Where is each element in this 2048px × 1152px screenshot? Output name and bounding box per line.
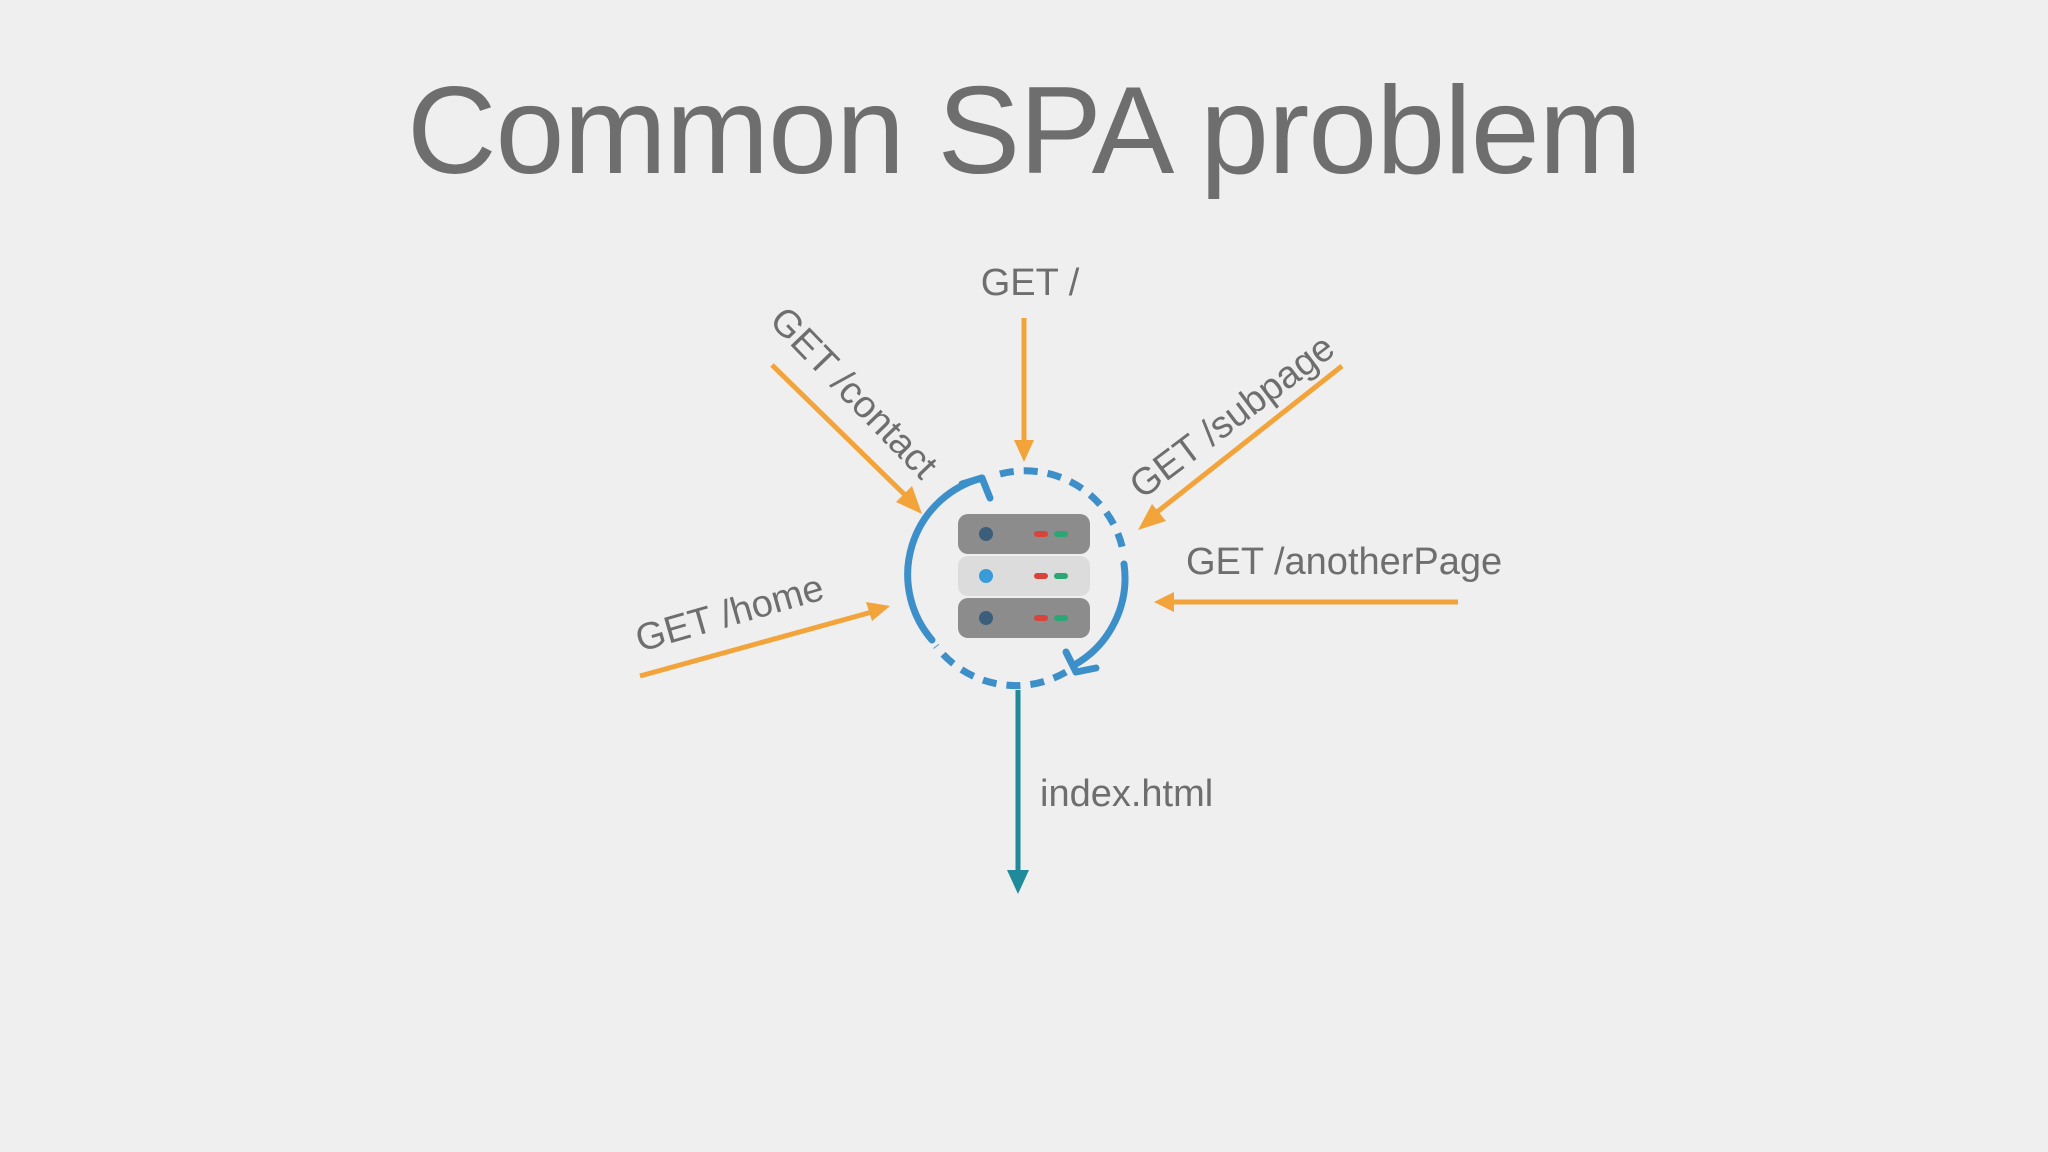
arrowhead-icon bbox=[896, 486, 922, 514]
response-index-html: index.html bbox=[1007, 690, 1213, 894]
request-label-root: GET / bbox=[981, 262, 1080, 304]
request-get-subpage: GET /subpage bbox=[1122, 327, 1344, 530]
arrowhead-icon bbox=[866, 602, 890, 621]
request-get-root: GET / bbox=[981, 262, 1080, 462]
request-label-anotherpage: GET /anotherPage bbox=[1186, 541, 1502, 583]
response-label: index.html bbox=[1040, 773, 1213, 815]
arrowhead-icon bbox=[1007, 870, 1029, 894]
request-get-home: GET /home bbox=[631, 567, 890, 679]
refresh-cycle-icon bbox=[904, 467, 1129, 690]
request-arrow-home bbox=[639, 609, 873, 679]
request-label-subpage: GET /subpage bbox=[1122, 327, 1342, 508]
server-icon bbox=[958, 514, 1090, 638]
request-label-home: GET /home bbox=[631, 567, 829, 661]
request-label-contact: GET /contact bbox=[762, 299, 946, 488]
slide-title: Common SPA problem bbox=[407, 62, 1642, 200]
arrowhead-icon bbox=[1154, 592, 1174, 612]
arrowhead-icon bbox=[1138, 504, 1166, 530]
request-arrow-contact bbox=[770, 363, 908, 498]
request-get-contact: GET /contact bbox=[762, 299, 946, 514]
request-arrow-subpage bbox=[1150, 364, 1344, 518]
request-get-anotherpage: GET /anotherPage bbox=[1154, 541, 1502, 612]
arrowhead-icon bbox=[1014, 440, 1034, 462]
